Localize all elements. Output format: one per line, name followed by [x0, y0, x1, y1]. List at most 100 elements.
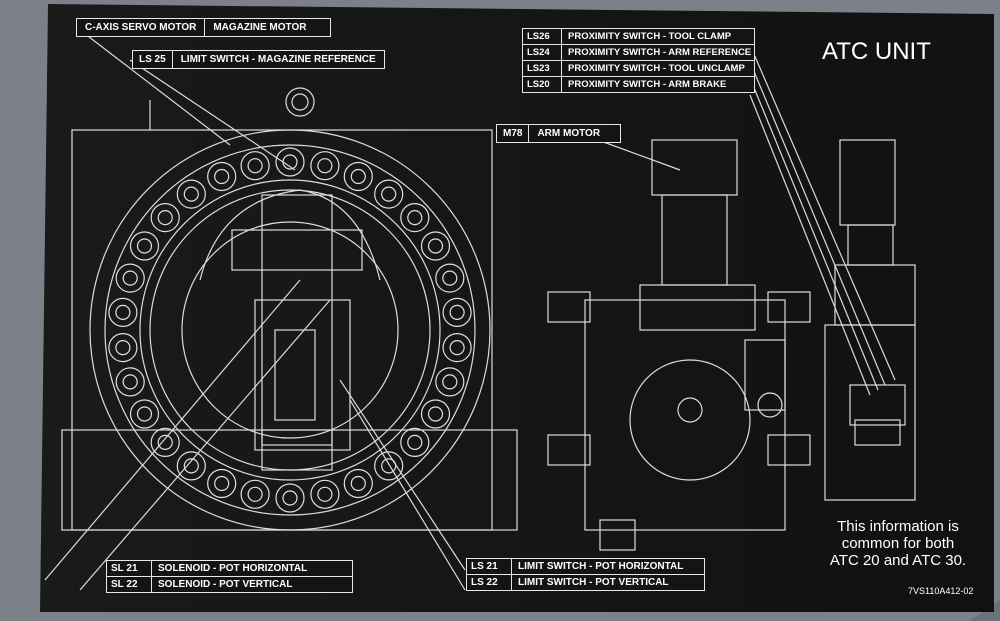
tool-pot-center	[122, 374, 138, 390]
tool-pot-center	[214, 168, 230, 185]
tool-pot	[275, 147, 305, 177]
limit-desc: LIMIT SWITCH - POT HORIZONTAL	[518, 561, 684, 572]
solenoid-row: SL 21 SOLENOID - POT HORIZONTAL	[107, 561, 352, 576]
tool-pot	[176, 179, 206, 209]
tool-pot-center	[115, 340, 131, 356]
solenoid-row: SL 22 SOLENOID - POT VERTICAL	[107, 576, 352, 592]
tool-pot	[310, 151, 340, 181]
prox-desc: PROXIMITY SWITCH - TOOL CLAMP	[568, 31, 732, 42]
prox-row: LS20 PROXIMITY SWITCH - ARM BRAKE	[523, 76, 754, 92]
tool-pot-center	[381, 186, 397, 202]
solenoid-code: SL 22	[107, 577, 152, 592]
magazine-outer-ring	[89, 129, 491, 531]
c-axis-label-box: C-AXIS SERVO MOTOR MAGAZINE MOTOR	[76, 18, 332, 37]
tool-pot	[435, 367, 465, 397]
prox-desc: PROXIMITY SWITCH - ARM BRAKE	[568, 79, 727, 90]
tool-pot	[207, 468, 237, 499]
tool-pots	[108, 147, 472, 513]
tool-pot-center	[157, 210, 173, 226]
tool-pot-center	[442, 270, 458, 286]
tool-pot-center	[183, 458, 199, 474]
tool-pot	[129, 231, 160, 261]
tool-pot	[343, 468, 373, 499]
tool-pot	[420, 399, 451, 429]
tool-pot	[108, 333, 138, 363]
limit-row: LS 21 LIMIT SWITCH - POT HORIZONTAL	[467, 559, 704, 574]
tool-pot-center	[427, 406, 444, 422]
black-plate	[40, 4, 994, 612]
ls25-desc: LIMIT SWITCH - MAGAZINE REFERENCE	[180, 54, 376, 65]
tool-pot-center	[282, 490, 298, 506]
limit-row: LS 22 LIMIT SWITCH - POT VERTICAL	[467, 574, 704, 590]
tool-pot	[240, 151, 270, 181]
tool-pot-center	[350, 168, 366, 185]
tool-pot	[176, 451, 206, 481]
tool-pot-center	[427, 238, 444, 254]
tool-pot-center	[183, 186, 199, 202]
tool-pot	[400, 427, 430, 457]
tool-pot	[343, 161, 373, 192]
tool-pot-center	[122, 270, 138, 286]
tool-pot-center	[214, 475, 230, 492]
tool-pot-center	[442, 374, 458, 390]
tool-pot	[275, 483, 305, 513]
prox-row: LS26 PROXIMITY SWITCH - TOOL CLAMP	[523, 29, 754, 44]
tool-pot	[240, 479, 270, 509]
ls25-label-box: LS 25 LIMIT SWITCH - MAGAZINE REFERENCE	[132, 50, 385, 69]
lifting-eye	[285, 87, 315, 117]
tool-pot-center	[317, 486, 333, 502]
arm-motor-label-box: M78 ARM MOTOR	[496, 124, 622, 143]
tool-pot	[115, 367, 145, 397]
prox-code: LS20	[523, 77, 562, 92]
tool-pot	[400, 203, 430, 233]
solenoid-desc: SOLENOID - POT VERTICAL	[158, 579, 293, 590]
tool-pot-center	[407, 434, 423, 450]
part-number: 7VS110A412-02	[908, 586, 974, 596]
tool-pot-center	[350, 475, 366, 492]
solenoid-code: SL 21	[107, 561, 152, 576]
prox-code: LS24	[523, 45, 562, 60]
tool-pot	[310, 479, 340, 509]
tool-pot-center	[449, 304, 465, 320]
prox-code: LS26	[523, 29, 562, 44]
arm-motor-code: M78	[497, 125, 530, 142]
prox-desc: PROXIMITY SWITCH - TOOL UNCLAMP	[568, 63, 745, 74]
tool-pot	[435, 263, 465, 293]
solenoid-desc: SOLENOID - POT HORIZONTAL	[158, 563, 308, 574]
tool-pot-center	[381, 458, 397, 474]
tool-pot	[374, 451, 404, 481]
tool-pot	[420, 231, 451, 261]
limit-code: LS 22	[467, 575, 512, 590]
limit-desc: LIMIT SWITCH - POT VERTICAL	[518, 577, 669, 588]
info-note: This information is common for both ATC …	[818, 518, 978, 569]
tool-pot-center	[247, 158, 263, 174]
tool-pot-center	[317, 158, 333, 174]
tool-pot	[115, 263, 145, 293]
ls25-code: LS 25	[133, 51, 173, 68]
info-line-3: ATC 20 and ATC 30.	[829, 552, 967, 569]
tool-pot	[108, 297, 138, 327]
c-axis-servo-motor-label: C-AXIS SERVO MOTOR	[77, 19, 206, 36]
tool-pot	[150, 427, 180, 457]
pot-mechanism	[261, 194, 333, 446]
info-line-1: This information is	[837, 518, 959, 535]
tool-pot-center	[449, 340, 465, 356]
tool-pot	[150, 203, 180, 233]
tool-pot-center	[136, 238, 153, 254]
tool-pot	[442, 297, 472, 327]
solenoid-table: SL 21 SOLENOID - POT HORIZONTAL SL 22 SOLE…	[106, 560, 353, 593]
tool-pot-center	[136, 406, 153, 422]
tool-pot-center	[247, 486, 263, 502]
page-title: ATC UNIT	[822, 38, 931, 65]
limit-code: LS 21	[467, 559, 512, 574]
prox-desc: PROXIMITY SWITCH - ARM REFERENCE	[568, 47, 752, 58]
info-line-2: common for both	[841, 535, 955, 552]
tool-pot	[374, 179, 404, 209]
arm-body	[584, 299, 786, 531]
tool-pot-center	[157, 434, 173, 450]
tool-pot-center	[115, 304, 131, 320]
